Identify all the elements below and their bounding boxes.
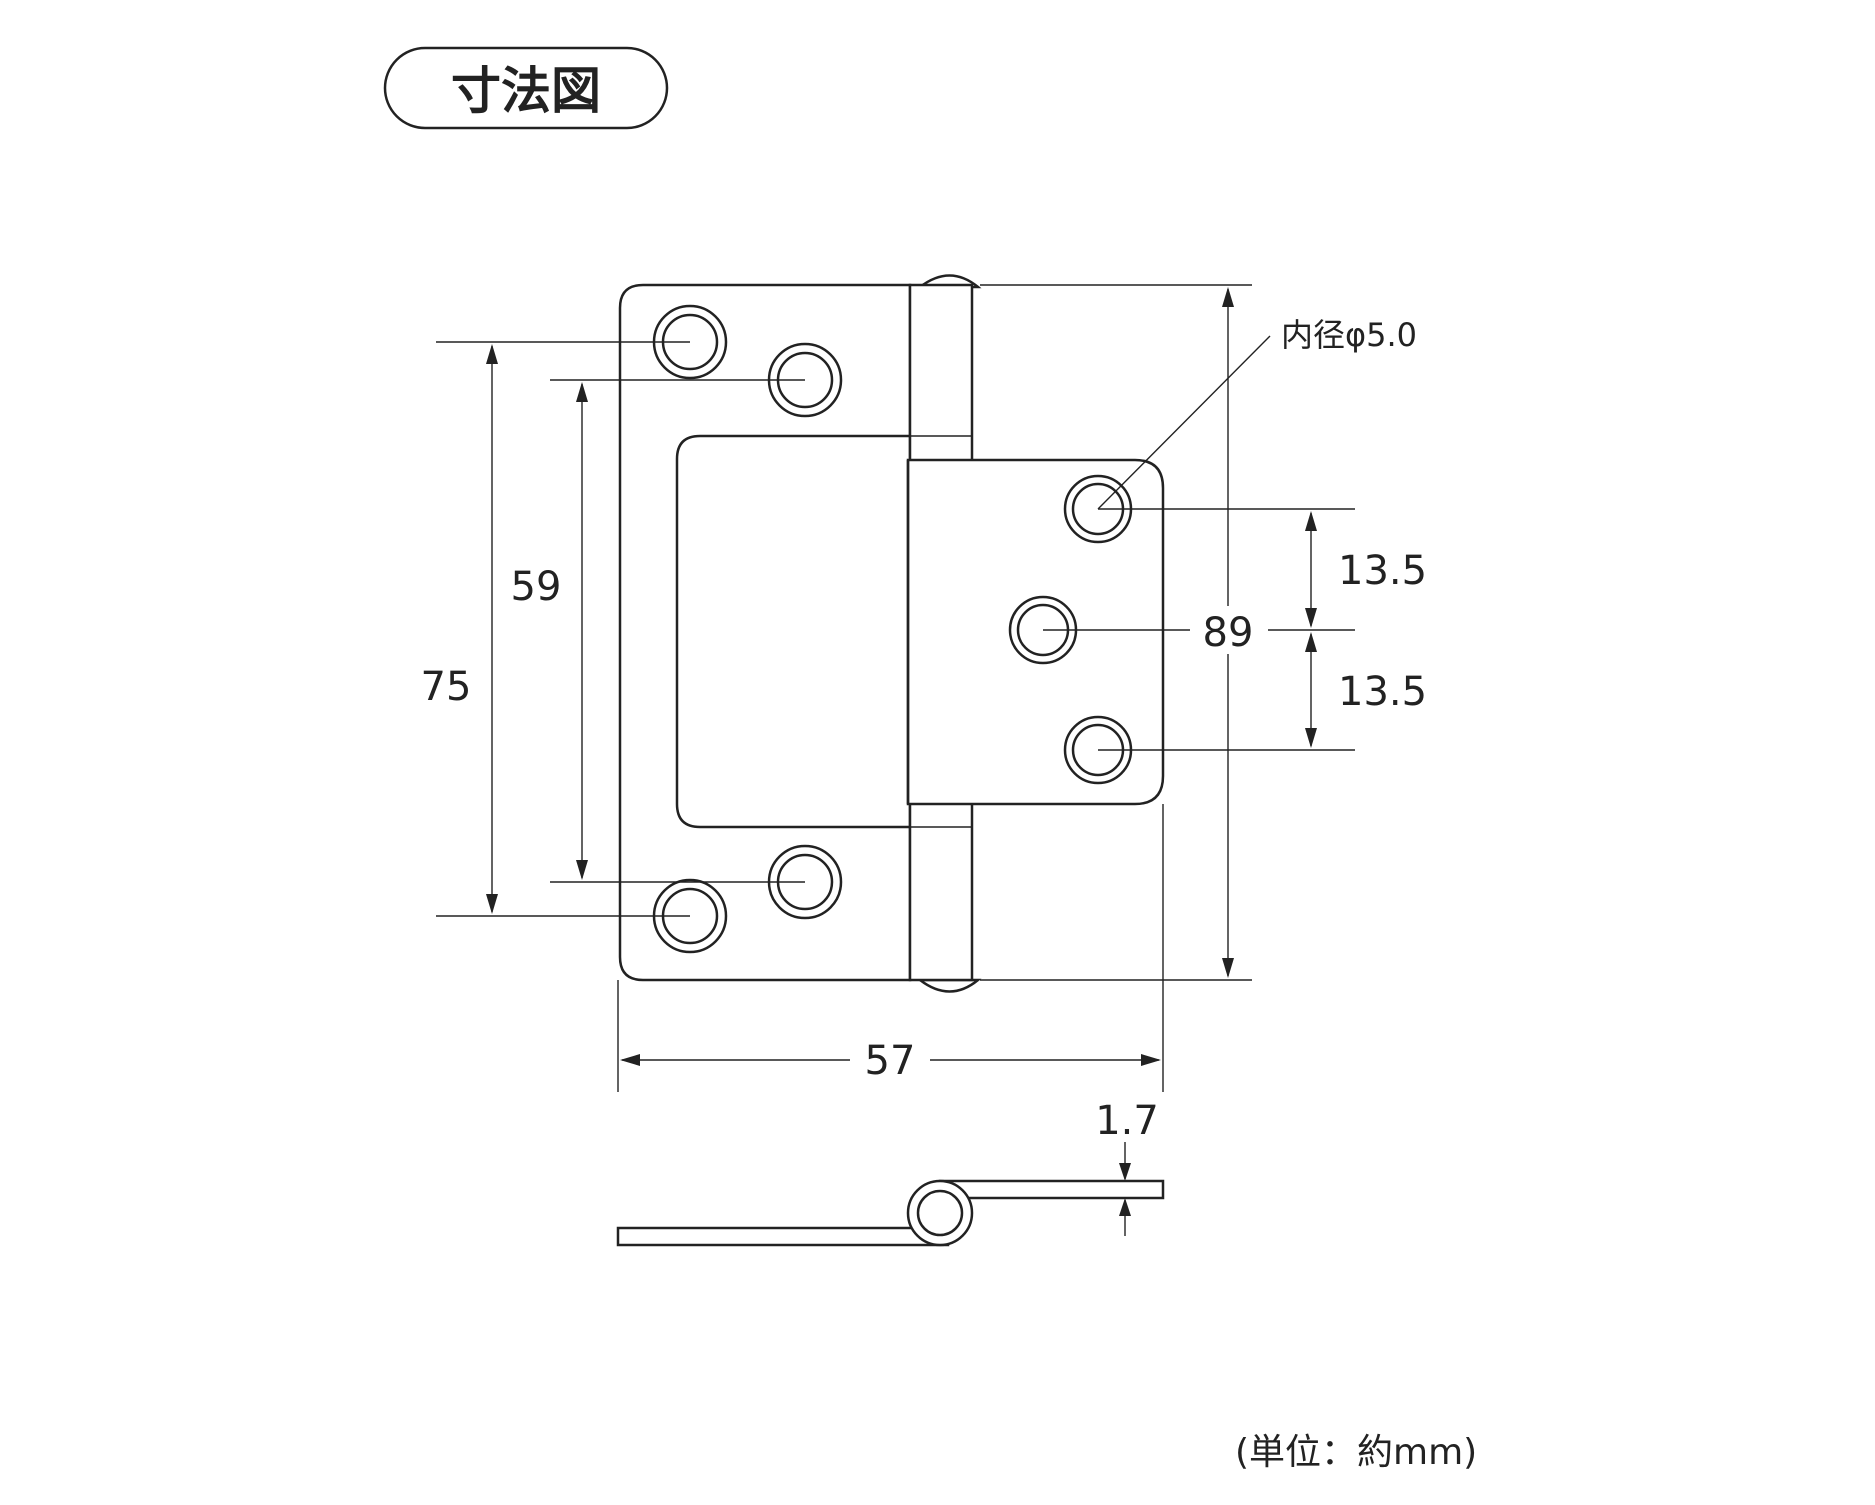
title-pill-frame [383,46,669,130]
dimension-label-57: 57 [865,1038,916,1084]
dimension-label-89: 89 [1203,610,1254,656]
profile-right-leaf [938,1179,1165,1200]
knuckle-bottom-cap [916,978,982,993]
dimension-label-13-5-lower: 13.5 [1338,669,1427,715]
dimension-1-7: 1.7 [1095,1098,1159,1236]
dimension-label-75: 75 [421,664,472,710]
callout-leader [1097,335,1271,510]
left-leaf-cutout [675,434,912,829]
callout-text: 内径φ5.0 [1281,316,1417,354]
unit-note: (単位：約mm) [1235,1432,1477,1473]
dimension-label-59: 59 [511,564,562,610]
profile-left-leaf [616,1226,950,1247]
dimension-89: 89 [1043,287,1268,978]
dimension-59: 59 [511,382,588,880]
profile-knuckle-inner [916,1189,964,1237]
dimension-75: 75 [405,344,498,914]
dimension-label-13-5-upper: 13.5 [1338,548,1427,594]
dimension-label-1-7: 1.7 [1095,1098,1159,1144]
dimension-13-5-upper: 13.5 [1305,511,1427,628]
title-badge: 寸法図 [383,46,669,130]
hole-diameter-callout: 内径φ5.0 [1097,316,1417,510]
side-profile-view [616,1179,1165,1247]
title-text: 寸法図 [451,62,601,120]
dimension-57: 57 [620,1034,1161,1084]
dimension-13-5-lower: 13.5 [1305,632,1427,748]
